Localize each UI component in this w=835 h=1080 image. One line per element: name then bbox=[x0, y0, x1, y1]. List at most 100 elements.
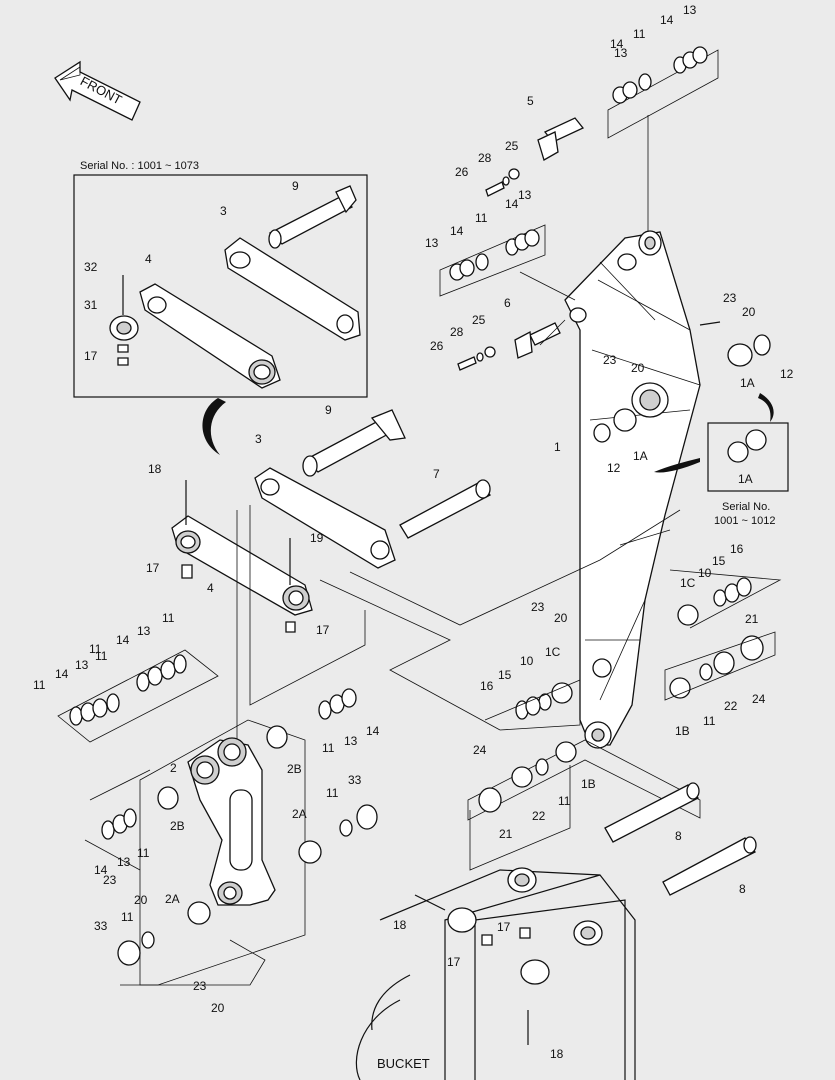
bushing-2A bbox=[298, 840, 322, 864]
callout-2A: 2A bbox=[165, 892, 180, 906]
pin-5 bbox=[485, 117, 585, 197]
bushing-2B-left bbox=[157, 786, 179, 810]
link-4 bbox=[171, 515, 313, 616]
callout-18: 18 bbox=[148, 462, 162, 476]
callout-11: 11 bbox=[95, 649, 108, 663]
callout-11: 11 bbox=[633, 27, 646, 41]
callout-15: 15 bbox=[712, 554, 726, 568]
callout-1A: 1A bbox=[738, 472, 753, 486]
callout-20: 20 bbox=[742, 305, 756, 319]
callout-1A: 1A bbox=[740, 376, 755, 390]
callout-22: 22 bbox=[724, 699, 738, 713]
callout-3: 3 bbox=[220, 204, 227, 218]
callout-9: 9 bbox=[325, 403, 332, 417]
callout-18: 18 bbox=[550, 1047, 564, 1061]
ring-group-mid bbox=[439, 224, 546, 297]
callout-14: 14 bbox=[94, 863, 108, 877]
callout-16: 16 bbox=[480, 679, 494, 693]
callout-13: 13 bbox=[683, 3, 697, 17]
left-inset: Serial No. : 1001 ~ 1073 bbox=[73, 160, 368, 398]
callout-12: 12 bbox=[780, 367, 794, 381]
callout-16: 16 bbox=[730, 542, 744, 556]
callout-13: 13 bbox=[75, 658, 89, 672]
callout-14: 14 bbox=[450, 224, 464, 238]
callout-1B: 1B bbox=[675, 724, 690, 738]
callout-13: 13 bbox=[614, 46, 628, 60]
view-arrow-right-top bbox=[758, 393, 774, 422]
bucket-bracket: BUCKET bbox=[355, 867, 636, 1080]
view-arrow-right bbox=[654, 458, 700, 473]
link-2 bbox=[187, 737, 276, 906]
callout-6: 6 bbox=[504, 296, 511, 310]
callout-20: 20 bbox=[211, 1001, 225, 1015]
callout-23: 23 bbox=[723, 291, 737, 305]
callout-1C: 1C bbox=[545, 645, 561, 659]
callout-20: 20 bbox=[554, 611, 568, 625]
callout-11: 11 bbox=[33, 678, 46, 692]
callout-13: 13 bbox=[117, 855, 131, 869]
link-3 bbox=[254, 467, 396, 569]
callout-11: 11 bbox=[89, 642, 102, 656]
callout-8: 8 bbox=[675, 829, 682, 843]
callout-11: 11 bbox=[475, 211, 488, 225]
seal-12-right bbox=[753, 334, 771, 356]
callout-19: 19 bbox=[310, 531, 324, 545]
front-arrow: FRONT bbox=[54, 60, 141, 121]
callout-32: 32 bbox=[84, 260, 98, 274]
pin-9 bbox=[302, 409, 406, 477]
inset-link-4 bbox=[139, 283, 281, 389]
callout-23: 23 bbox=[531, 600, 545, 614]
frame-lines-center bbox=[236, 505, 681, 760]
callout-23: 23 bbox=[103, 873, 117, 887]
callout-11: 11 bbox=[121, 910, 134, 924]
bushing-2B bbox=[266, 725, 288, 749]
callout-20: 20 bbox=[134, 893, 148, 907]
callout-11: 11 bbox=[137, 846, 150, 860]
inset-right-caption-1: Serial No. bbox=[722, 501, 770, 513]
view-arrow-left bbox=[202, 398, 226, 455]
callout-17: 17 bbox=[146, 561, 160, 575]
callout-2: 2 bbox=[170, 761, 177, 775]
callout-11: 11 bbox=[326, 786, 339, 800]
callout-26: 26 bbox=[430, 339, 444, 353]
callout-11: 11 bbox=[703, 714, 716, 728]
callout-4: 4 bbox=[145, 252, 152, 266]
pin-8-upper bbox=[604, 782, 700, 843]
pin-8-lower bbox=[662, 836, 757, 896]
callout-13: 13 bbox=[137, 624, 151, 638]
ring-group-top bbox=[607, 46, 719, 139]
callout-17: 17 bbox=[84, 349, 98, 363]
pin-6 bbox=[457, 322, 561, 371]
callout-17: 17 bbox=[316, 623, 330, 637]
callout-23: 23 bbox=[193, 979, 207, 993]
inset-left-caption: Serial No. : 1001 ~ 1073 bbox=[80, 160, 199, 172]
callout-2B: 2B bbox=[287, 762, 302, 776]
callout-24: 24 bbox=[752, 692, 766, 706]
callout-10: 10 bbox=[520, 654, 534, 668]
callout-11: 11 bbox=[558, 794, 571, 808]
callout-24: 24 bbox=[473, 743, 487, 757]
callout-22: 22 bbox=[532, 809, 546, 823]
callout-11: 11 bbox=[162, 611, 175, 625]
callout-14: 14 bbox=[660, 13, 674, 27]
callout-10: 10 bbox=[698, 566, 712, 580]
callout-14: 14 bbox=[366, 724, 380, 738]
callout-18: 18 bbox=[393, 918, 407, 932]
arm-1 bbox=[564, 230, 701, 749]
right-inset: Serial No. 1001 ~ 1012 bbox=[707, 422, 789, 527]
inset-right-caption-2: 1001 ~ 1012 bbox=[714, 515, 775, 527]
callout-14: 14 bbox=[505, 197, 519, 211]
callout-17: 17 bbox=[447, 955, 461, 969]
callout-33: 33 bbox=[348, 773, 362, 787]
bushing-1A-right bbox=[727, 343, 753, 367]
pin-7 bbox=[399, 479, 491, 539]
callout-8: 8 bbox=[739, 882, 746, 896]
callout-2A: 2A bbox=[292, 807, 307, 821]
callout-23: 23 bbox=[603, 353, 617, 367]
callout-1C: 1C bbox=[680, 576, 696, 590]
callout-labels: 1314111314525282613141114139332431176252… bbox=[33, 3, 794, 1061]
callout-1: 1 bbox=[554, 440, 561, 454]
callout-21: 21 bbox=[745, 612, 759, 626]
callout-14: 14 bbox=[610, 37, 624, 51]
callout-13: 13 bbox=[344, 734, 358, 748]
